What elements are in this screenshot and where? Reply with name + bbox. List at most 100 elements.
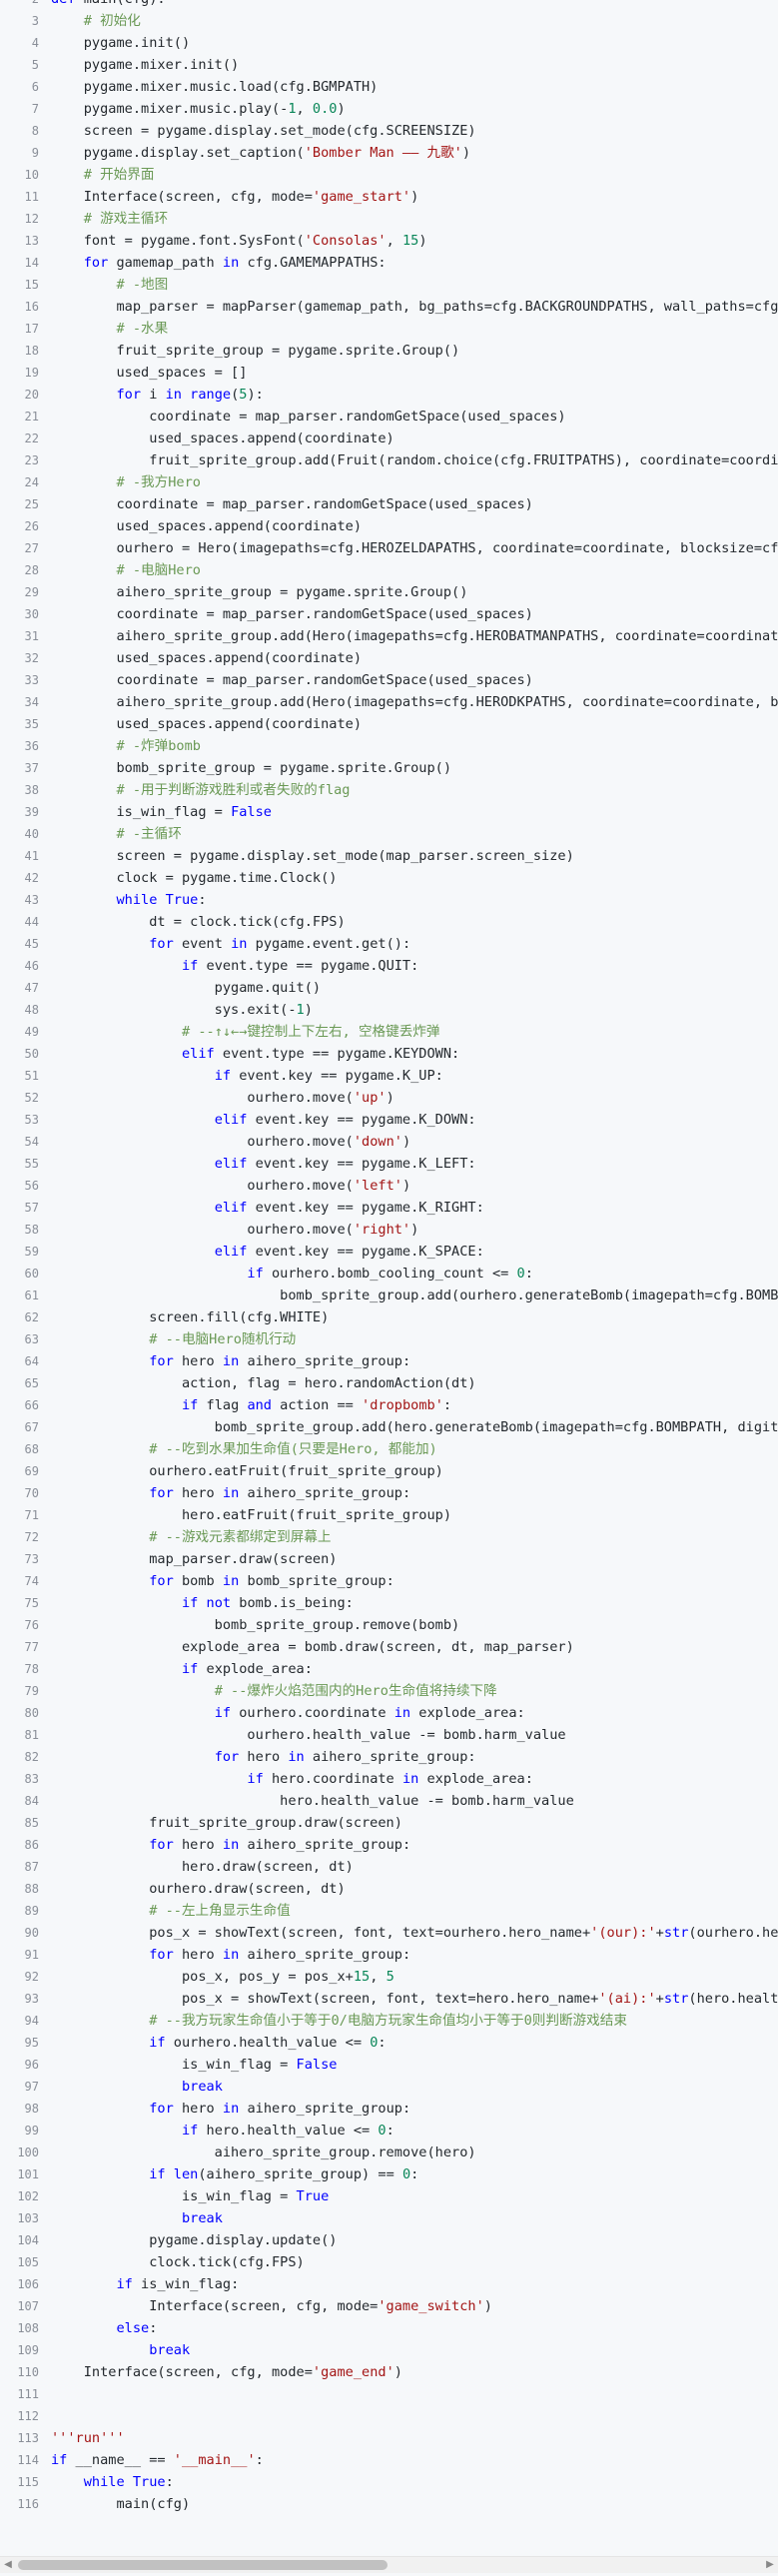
code-text: for hero in aihero_sprite_group: — [149, 1485, 411, 1501]
code-text: if explode_area: — [181, 1661, 313, 1677]
code-line: 22 used_spaces.append(coordinate) — [0, 428, 778, 449]
code-line: 98 for hero in aihero_sprite_group: — [0, 2098, 778, 2120]
line-number: 86 — [24, 1838, 39, 1852]
code-text: is_win_flag = False — [51, 2057, 338, 2073]
horizontal-scrollbar[interactable]: ◀ ▶ — [0, 2556, 778, 2573]
code-text: font = pygame.font.SysFont('Consolas', 1… — [51, 233, 427, 249]
code-text: # --游戏元素都绑定到屏幕上 — [149, 1529, 332, 1545]
code-text: while True: — [83, 2474, 174, 2490]
code-text: if ourhero.health_value <= 0: — [149, 2035, 387, 2051]
code-text: main(cfg) — [51, 2496, 191, 2512]
line-number: 10 — [24, 168, 39, 182]
line-number: 3 — [31, 14, 39, 28]
code-text: elif event.type == pygame.KEYDOWN: — [181, 1046, 460, 1062]
code-text: hero.health_value -= bomb.harm_value — [51, 1793, 574, 1809]
code-line: 67 bomb_sprite_group.add(hero.generateBo… — [0, 1416, 778, 1438]
line-number: 101 — [17, 2167, 39, 2181]
code-line: 48 sys.exit(-1) — [0, 999, 778, 1021]
code-line: 49 # --↑↓←→键控制上下左右, 空格键丢炸弹 — [0, 1021, 778, 1043]
code-text: # --电脑Hero随机行动 — [149, 1331, 297, 1347]
line-number: 16 — [24, 300, 39, 314]
line-number: 61 — [24, 1288, 39, 1302]
code-text: pos_x = showText(screen, font, text=hero… — [51, 1991, 778, 2007]
line-number: 115 — [17, 2475, 39, 2489]
line-number: 67 — [24, 1420, 39, 1434]
line-number: 84 — [24, 1794, 39, 1808]
code-line: 21 coordinate = map_parser.randomGetSpac… — [0, 406, 778, 428]
code-text: if ourhero.bomb_cooling_count <= 0: — [247, 1266, 533, 1282]
line-number: 2 — [0, 0, 39, 10]
code-line: 94 # --我方玩家生命值小于等于0/电脑方玩家生命值均小于等于0则判断游戏结… — [0, 2010, 778, 2032]
line-number: 78 — [24, 1662, 39, 1676]
line-number: 43 — [24, 893, 39, 907]
code-line: 31 aihero_sprite_group.add(Hero(imagepat… — [0, 625, 778, 647]
code-text: # 初始化 — [83, 13, 141, 29]
line-number: 51 — [24, 1069, 39, 1083]
code-text: else: — [116, 2320, 158, 2336]
code-text: pygame.mixer.music.load(cfg.BGMPATH) — [51, 79, 379, 95]
scrollbar-thumb[interactable] — [18, 2560, 388, 2570]
code-text: coordinate = map_parser.randomGetSpace(u… — [51, 496, 533, 512]
code-text: Interface(screen, cfg, mode='game_switch… — [51, 2298, 492, 2314]
code-text: # 开始界面 — [83, 167, 155, 183]
code-line: 70 for hero in aihero_sprite_group: — [0, 1482, 778, 1504]
code-text: is_win_flag = True — [51, 2188, 330, 2204]
line-number: 96 — [24, 2058, 39, 2072]
code-line: 79 # --爆炸火焰范围内的Hero生命值将持续下降 — [0, 1680, 778, 1702]
line-number: 85 — [24, 1816, 39, 1830]
code-text: if not bomb.is_being: — [181, 1595, 354, 1611]
line-number: 31 — [24, 629, 39, 643]
code-line: 56 ourhero.move('left') — [0, 1175, 778, 1197]
line-number: 77 — [24, 1640, 39, 1654]
code-line: 59 elif event.key == pygame.K_SPACE: — [0, 1241, 778, 1263]
code-line: 23 fruit_sprite_group.add(Fruit(random.c… — [0, 449, 778, 471]
code-line: 66 if flag and action == 'dropbomb': — [0, 1394, 778, 1416]
code-line: 83 if hero.coordinate in explode_area: — [0, 1768, 778, 1790]
line-number: 12 — [24, 212, 39, 226]
code-text: dt = clock.tick(cfg.FPS) — [51, 914, 346, 930]
code-line: 15 # -地图 — [0, 274, 778, 296]
code-text: '''run''' — [51, 2430, 125, 2446]
code-text: aihero_sprite_group.add(Hero(imagepaths=… — [51, 694, 778, 710]
line-number: 19 — [24, 366, 39, 380]
code-text: for gamemap_path in cfg.GAMEMAPPATHS: — [83, 255, 387, 271]
line-number: 26 — [24, 519, 39, 533]
line-number: 112 — [17, 2409, 39, 2423]
code-text: if event.type == pygame.QUIT: — [181, 958, 419, 974]
code-text: if hero.coordinate in explode_area: — [247, 1771, 533, 1787]
line-number: 38 — [24, 783, 39, 797]
code-text: ourhero.move('down') — [51, 1134, 411, 1150]
code-line: 26 used_spaces.append(coordinate) — [0, 515, 778, 537]
code-line: 12 # 游戏主循环 — [0, 208, 778, 230]
line-number: 45 — [24, 937, 39, 951]
code-text: screen = pygame.display.set_mode(map_par… — [51, 848, 574, 864]
code-text: def main(cfg): — [51, 0, 166, 10]
line-number: 7 — [31, 102, 39, 116]
code-line: 37 bomb_sprite_group = pygame.sprite.Gro… — [0, 757, 778, 779]
code-text: explode_area = bomb.draw(screen, dt, map… — [51, 1639, 574, 1655]
code-text: break — [181, 2079, 223, 2095]
code-text: used_spaces.append(coordinate) — [51, 518, 362, 534]
code-text: screen.fill(cfg.WHITE) — [51, 1309, 330, 1325]
code-line: 101 if len(aihero_sprite_group) == 0: — [0, 2163, 778, 2185]
code-text: for hero in aihero_sprite_group: — [149, 2101, 411, 2117]
code-line: 27 ourhero = Hero(imagepaths=cfg.HEROZEL… — [0, 537, 778, 559]
scroll-left-icon[interactable]: ◀ — [4, 2559, 12, 2570]
line-number: 21 — [24, 410, 39, 424]
code-text: # --吃到水果加生命值(只要是Hero, 都能加) — [149, 1441, 437, 1457]
code-line: 76 bomb_sprite_group.remove(bomb) — [0, 1614, 778, 1636]
line-number: 14 — [24, 256, 39, 270]
code-text: if len(aihero_sprite_group) == 0: — [149, 2166, 419, 2182]
code-line: 75 if not bomb.is_being: — [0, 1592, 778, 1614]
code-text: if is_win_flag: — [116, 2276, 240, 2292]
code-line: 25 coordinate = map_parser.randomGetSpac… — [0, 493, 778, 515]
line-number: 76 — [24, 1618, 39, 1632]
code-line: 58 ourhero.move('right') — [0, 1219, 778, 1241]
line-number: 40 — [24, 827, 39, 841]
code-text: map_parser = mapParser(gamemap_path, bg_… — [51, 299, 778, 315]
code-text: if hero.health_value <= 0: — [181, 2123, 394, 2139]
scroll-right-icon[interactable]: ▶ — [766, 2559, 774, 2570]
code-line: 61 bomb_sprite_group.add(ourhero.generat… — [0, 1285, 778, 1306]
line-number: 88 — [24, 1882, 39, 1896]
